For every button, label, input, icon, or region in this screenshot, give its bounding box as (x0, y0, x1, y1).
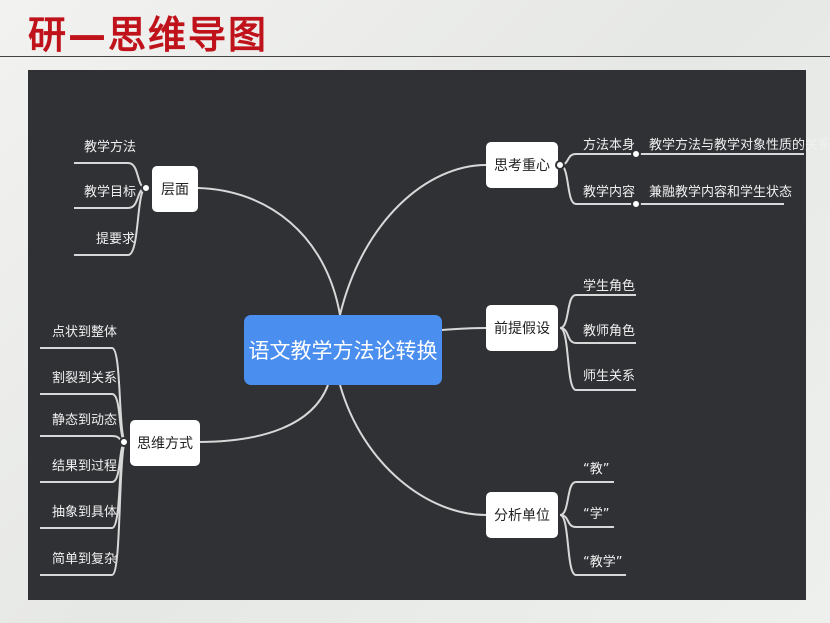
collapse-dot-sikao[interactable] (555, 160, 565, 170)
leaf-sikao-2: 教学内容 (583, 185, 636, 200)
leaf-qianti-2: 教师角色 (583, 324, 636, 339)
slide-title: 研—思维导图 (28, 13, 269, 57)
leaf-siwei-2: 割裂到关系 (52, 371, 118, 386)
leaf-sikao-1: 方法本身 (583, 138, 636, 153)
leaf-qianti-1: 学生角色 (583, 279, 636, 294)
branch-sikao[interactable]: 思考重心 (486, 142, 558, 188)
leaf-siwei-5: 抽象到具体 (52, 505, 118, 520)
leaf-siwei-3: 静态到动态 (52, 413, 118, 428)
leaf-qianti-3: 师生关系 (583, 369, 636, 384)
collapse-dot-cengmian[interactable] (141, 183, 151, 193)
title-divider (0, 56, 830, 57)
leaf-fenxi-1: “教” (583, 462, 610, 477)
branch-siwei[interactable]: 思维方式 (130, 420, 200, 466)
leaf-siwei-6: 简单到复杂 (52, 552, 118, 567)
bracket-sikao-details (636, 153, 804, 205)
detail-sikao-2: 兼融教学内容和学生状态 (649, 185, 793, 200)
bracket-qianti (559, 294, 636, 391)
leaf-fenxi-3: “教学” (583, 555, 623, 570)
connector-fenxi (339, 384, 487, 516)
mindmap-canvas: 语文教学方法论转换 层面 教学方法 教学目标 提要求 思维方式 点状到整体 割裂… (28, 70, 830, 600)
branch-fenxi[interactable]: 分析单位 (486, 492, 558, 538)
leaf-siwei-4: 结果到过程 (52, 459, 118, 474)
connector-siwei (197, 384, 329, 443)
leaf-cengmian-1: 教学方法 (84, 140, 137, 155)
leaf-cengmian-3: 提要求 (96, 232, 136, 247)
collapse-dot-siwei[interactable] (119, 437, 129, 447)
branch-qianti[interactable]: 前提假设 (486, 305, 558, 351)
detail-sikao-1: 教学方法与教学对象性质的关系 (649, 138, 830, 153)
collapse-dot-sikao-2[interactable] (631, 199, 641, 209)
collapse-dot-sikao-1[interactable] (631, 149, 641, 159)
leaf-siwei-1: 点状到整体 (52, 325, 118, 340)
leaf-fenxi-2: “学” (583, 507, 610, 522)
leaf-cengmian-2: 教学目标 (84, 185, 137, 200)
connector-sikao (339, 164, 487, 316)
connector-cengmian (197, 187, 341, 316)
center-topic[interactable]: 语文教学方法论转换 (244, 315, 442, 385)
connector-qianti (441, 327, 487, 331)
bracket-fenxi (559, 481, 626, 576)
branch-cengmian[interactable]: 层面 (152, 166, 198, 212)
